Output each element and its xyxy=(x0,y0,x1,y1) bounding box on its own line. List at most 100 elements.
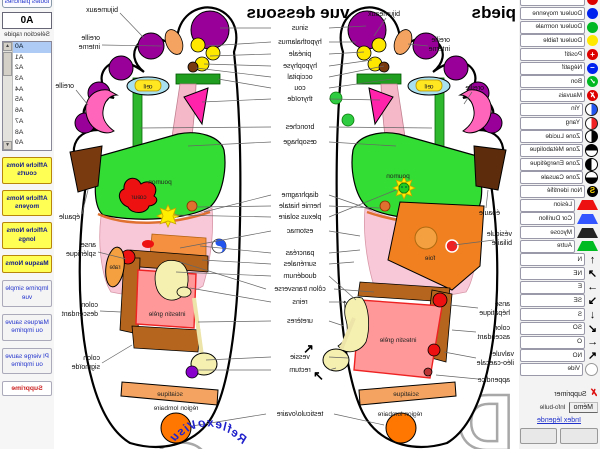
legend-item-so[interactable]: SO xyxy=(520,321,585,335)
index-legende-link[interactable]: Index légende xyxy=(537,417,581,425)
red-triangle-icon xyxy=(577,200,598,211)
affiche-noms-moyens-button[interactable]: Affiche Noms moyens xyxy=(2,189,52,217)
legend-item-douleur-faible[interactable]: Douleur faible xyxy=(520,34,585,48)
plate-list-item-a0[interactable]: A0 xyxy=(13,42,51,53)
label-lombaire-g: région lombaire xyxy=(153,405,198,412)
legend-item-vide[interactable]: Vide xyxy=(520,362,583,376)
ileocecal-valve-dot[interactable] xyxy=(427,343,441,357)
legend-item-o[interactable]: O xyxy=(520,335,585,349)
shoulder-zone-right[interactable] xyxy=(473,145,507,191)
mauvais-x-icon: ✗ xyxy=(587,90,598,102)
liver-circle[interactable] xyxy=(414,226,438,250)
solar-plexus-star-left2[interactable] xyxy=(152,200,183,231)
legend-item-e[interactable]: E xyxy=(520,280,585,294)
memo-button[interactable]: Mémo xyxy=(568,402,598,414)
legend-item-positif[interactable]: Positif xyxy=(520,48,585,62)
legend-item-yang[interactable]: Yang xyxy=(520,116,583,130)
marques-sauve-imprime-button[interactable]: Marques sauve ou imprime xyxy=(2,314,52,341)
scroll-down-button[interactable]: ▼ xyxy=(3,141,12,151)
cut-button-1[interactable] xyxy=(560,428,598,445)
legend-item-douleur-normale[interactable]: Douleur normale xyxy=(520,20,585,34)
info-bulle-label: Info-bulle xyxy=(539,404,566,412)
ureter-left[interactable] xyxy=(192,297,204,357)
plate-list-item-a4[interactable]: A4 xyxy=(15,85,24,93)
scroll-up-button[interactable]: ▲ xyxy=(3,42,12,52)
legend-item-zone-energetique[interactable]: Zone Energétique xyxy=(520,157,583,171)
legend-item-s[interactable]: S xyxy=(520,308,585,322)
rectum-dot[interactable] xyxy=(185,365,199,379)
plate-list-item-a3[interactable]: A3 xyxy=(15,75,24,83)
supprime-button[interactable]: Supprime xyxy=(2,381,52,397)
sigmoid-colon[interactable] xyxy=(131,325,201,353)
label-colon-ascendant-2: ascendant xyxy=(478,334,510,341)
label-plexus-solaire: plexus solaire xyxy=(278,214,321,221)
list-scrollbar[interactable]: ▲ ▼ xyxy=(3,42,13,151)
supprimer-label[interactable]: Supprimer xyxy=(554,390,587,398)
label-rate: rate xyxy=(109,264,121,271)
label-testiculo-ovaire: testiculo/ovaire xyxy=(277,411,324,418)
current-plate-box[interactable]: A0 xyxy=(2,12,52,30)
label-colon-transverse: côlon transverse xyxy=(274,286,325,293)
left-foot-diagram[interactable] xyxy=(72,6,242,449)
plate-list-item-a2[interactable]: A2 xyxy=(15,64,24,72)
plate-list-item-a5[interactable]: A5 xyxy=(15,96,24,104)
green-marker-2[interactable] xyxy=(329,91,343,105)
bladder-zone-right[interactable] xyxy=(322,348,350,372)
heart-zone[interactable] xyxy=(118,177,158,213)
imprime-simple-vue-button[interactable]: Imprime simple vue xyxy=(2,280,52,307)
legend-item-zone-lucide[interactable]: Zone Lucide xyxy=(520,130,583,144)
plate-list-item-a7[interactable]: A7 xyxy=(15,117,24,125)
legend-item-bon[interactable]: Bon xyxy=(520,75,585,89)
hepatic-flexure-dot[interactable] xyxy=(432,292,448,308)
legend-item-yin[interactable]: Yin xyxy=(520,102,583,116)
toutes-planches-button[interactable]: toutes planches xyxy=(2,0,52,9)
ureter-right[interactable] xyxy=(338,317,356,353)
legend-item-se[interactable]: SE xyxy=(520,294,585,308)
negatif-icon: − xyxy=(587,62,598,74)
delete-x-icon: ✗ xyxy=(589,388,598,400)
plate-list-item-a6[interactable]: A6 xyxy=(15,107,24,115)
right-foot-zones[interactable] xyxy=(322,91,507,379)
appendix-dot[interactable] xyxy=(423,367,433,377)
plate-list-item-a9[interactable]: A9 xyxy=(15,139,24,147)
legend-item-negatif[interactable]: Négatif xyxy=(520,61,585,75)
label-colon-descendant-1: colon xyxy=(81,302,98,309)
legend-item-cut[interactable] xyxy=(520,0,585,7)
label-sciatique-g: sciatique xyxy=(157,391,183,398)
legend-item-n[interactable]: N xyxy=(520,253,585,267)
affiche-noms-courts-button[interactable]: Affiche Noms courts xyxy=(2,157,52,184)
legend-item-no[interactable]: NO xyxy=(520,349,585,363)
left-foot-zones[interactable] xyxy=(69,145,227,379)
kidney-zone[interactable] xyxy=(176,286,192,298)
legend-item-ne[interactable]: NE xyxy=(520,267,585,281)
legend-item-zone-causale[interactable]: Zone Causale xyxy=(520,171,583,185)
cut-button-2[interactable] xyxy=(520,428,558,445)
plate-list-item-a8[interactable]: A8 xyxy=(15,128,24,136)
plate-listbox[interactable]: A0 A1 A2 A3 A4 A5 A6 A7 A8 A9 ▲ ▼ xyxy=(2,41,52,152)
legend-item-lesion[interactable]: Lésion xyxy=(520,198,575,212)
liver-zone[interactable] xyxy=(387,201,485,291)
pl-vierge-sauve-imprime-button[interactable]: Pl vierge sauve ou imprime xyxy=(2,347,52,375)
scrollbar-thumb[interactable] xyxy=(3,52,12,77)
masque-noms-button[interactable]: Masque Noms xyxy=(2,255,52,274)
legend-item-mycose[interactable]: Mycose xyxy=(520,226,575,240)
gallbladder-marker[interactable] xyxy=(445,239,459,253)
legend-item-cor-durillon[interactable]: Cor Durillon xyxy=(520,212,575,226)
adrenal-zone[interactable] xyxy=(142,240,154,248)
shoulder-zone-left[interactable] xyxy=(69,145,103,193)
legend-item-autre[interactable]: Autre xyxy=(520,239,575,253)
plate-list-item-a1[interactable]: A1 xyxy=(15,53,24,61)
green-marker-1[interactable] xyxy=(341,113,355,127)
legend-item-douleur-moyenne[interactable]: Douleur moyenne xyxy=(520,7,585,21)
label-coeur: cœur xyxy=(131,194,147,201)
affiche-noms-longs-button[interactable]: Affiche Noms longs xyxy=(2,222,52,250)
smiley-marker[interactable] xyxy=(398,182,410,194)
marker-arrow-up[interactable]: ↑ xyxy=(342,296,349,311)
legend-item-zone-metabolique[interactable]: Zone Métabolique xyxy=(520,143,583,157)
marker-arrow-ne[interactable]: ↗ xyxy=(313,368,324,383)
yellow-circle-icon xyxy=(587,35,598,47)
legend-item-non-identifie[interactable]: Non identifié xyxy=(520,184,585,198)
legend-item-mauvais[interactable]: Mauvais xyxy=(520,89,585,103)
